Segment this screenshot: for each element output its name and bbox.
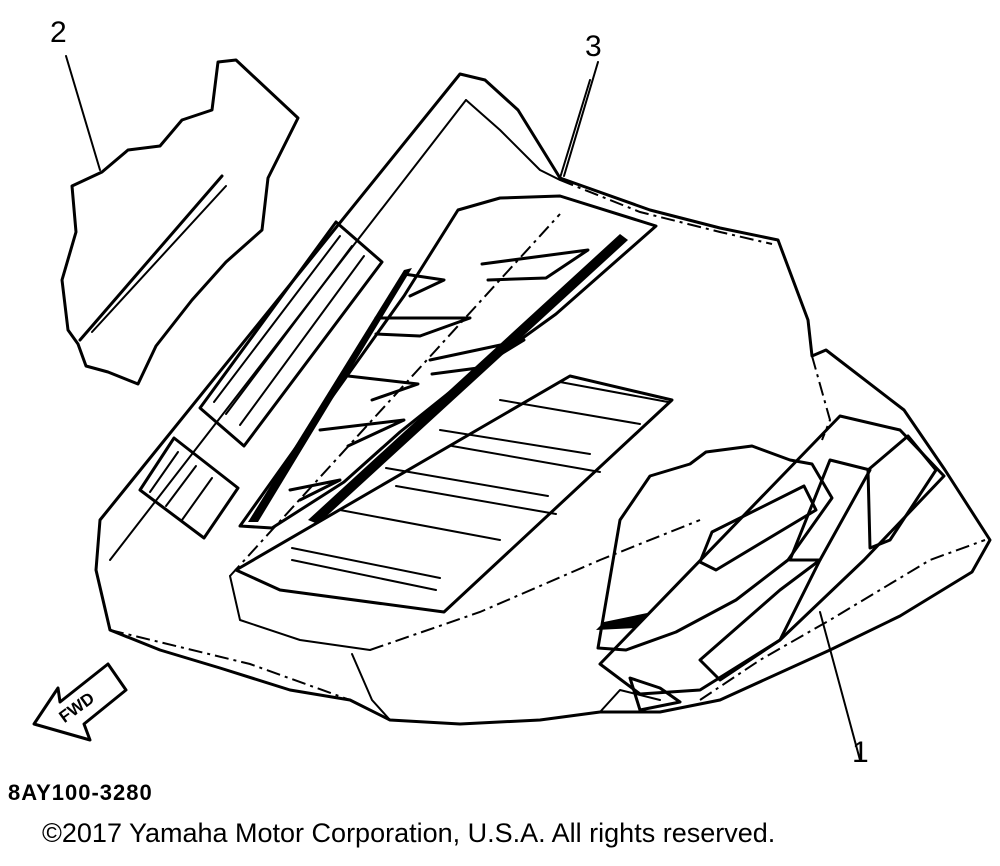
right-louvers — [234, 374, 674, 614]
decal-2-panel — [60, 58, 300, 386]
callout-1: 1 — [852, 736, 869, 769]
fwd-arrow-icon: FWD — [32, 662, 128, 742]
callout-2: 2 — [50, 16, 67, 49]
part-code: 8AY100-3280 — [8, 780, 153, 805]
hood-shell — [94, 72, 992, 726]
leader-lines — [65, 55, 599, 177]
decal-3-stripe — [238, 194, 658, 530]
copyright-notice: ©2017 Yamaha Motor Corporation, U.S.A. A… — [42, 818, 776, 848]
callout-3: 3 — [585, 30, 602, 63]
fwd-label: FWD — [56, 688, 98, 726]
decal-1-side-panel — [596, 414, 946, 761]
left-louvers — [138, 220, 384, 540]
